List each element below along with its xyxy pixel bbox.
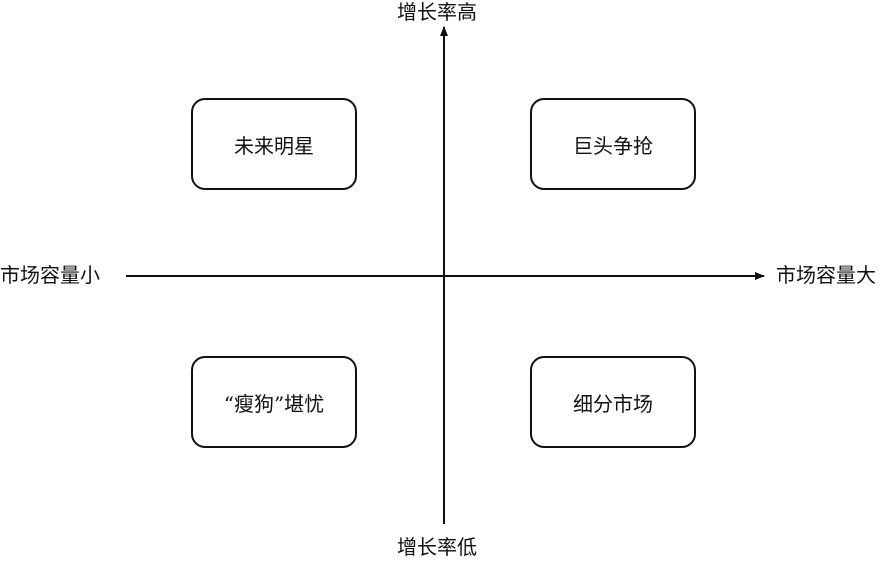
x-axis-left-label: 市场容量小 xyxy=(0,263,100,287)
quadrant-bottom-left-label: “瘦狗”堪忧 xyxy=(223,391,325,416)
quadrant-top-right-label: 巨头争抢 xyxy=(573,133,653,158)
x-axis-right-label: 市场容量大 xyxy=(776,263,876,287)
y-axis-bottom-label: 增长率低 xyxy=(397,535,477,559)
quadrant-top-left-label: 未来明星 xyxy=(234,133,314,158)
y-axis-top-label: 增长率高 xyxy=(397,0,477,24)
quadrant-bottom-left: “瘦狗”堪忧 xyxy=(191,356,357,448)
quadrant-bottom-right-label: 细分市场 xyxy=(573,391,653,416)
quadrant-top-right: 巨头争抢 xyxy=(530,98,696,190)
quadrant-top-left: 未来明星 xyxy=(191,98,357,190)
quadrant-bottom-right: 细分市场 xyxy=(530,356,696,448)
